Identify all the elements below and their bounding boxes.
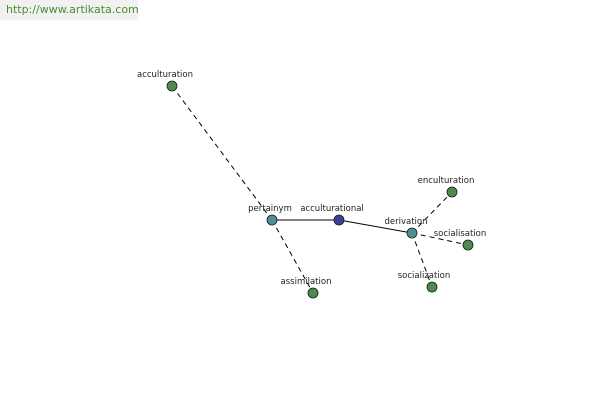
nodes-layer: acculturation pertainym acculturational der… [137,70,487,299]
node-assimilation[interactable]: assimilation [281,277,332,299]
edge-derivation-socialization [411,232,433,288]
node-circle-acculturation[interactable] [166,80,178,92]
node-label-derivation: derivation [384,217,427,227]
node-circle-socialization[interactable] [426,281,438,293]
node-label-acculturation: acculturation [137,70,193,80]
edges-layer [171,85,469,294]
node-circle-pertainym[interactable] [266,214,278,226]
watermark-url[interactable]: http://www.artikata.com [0,0,139,20]
edge-derivation-enculturation [411,191,453,234]
edge-pertainym-acculturation [171,85,273,221]
node-pertainym[interactable]: pertainym [248,204,292,226]
node-socialization[interactable]: socialization [398,271,451,293]
node-circle-assimilation[interactable] [307,287,319,299]
node-label-pertainym: pertainym [248,204,292,214]
node-label-enculturation: enculturation [418,176,475,186]
node-label-socialization: socialization [398,271,451,281]
edge-derivation-socialisation [411,232,469,246]
node-label-acculturational: acculturational [300,204,364,214]
node-circle-acculturational[interactable] [333,214,345,226]
node-socialisation[interactable]: socialisation [434,229,487,251]
node-acculturational[interactable]: acculturational [300,204,364,226]
node-derivation[interactable]: derivation [384,217,428,239]
node-circle-derivation[interactable] [406,227,418,239]
node-label-assimilation: assimilation [281,277,332,287]
node-acculturation[interactable]: acculturation [137,70,193,92]
edge-pertainym-assimilation [271,219,314,294]
node-circle-socialisation[interactable] [462,239,474,251]
edge-acculturational-derivation [338,219,413,234]
node-enculturation[interactable]: enculturation [418,176,475,198]
node-circle-enculturation[interactable] [446,186,458,198]
node-label-socialisation: socialisation [434,229,487,239]
